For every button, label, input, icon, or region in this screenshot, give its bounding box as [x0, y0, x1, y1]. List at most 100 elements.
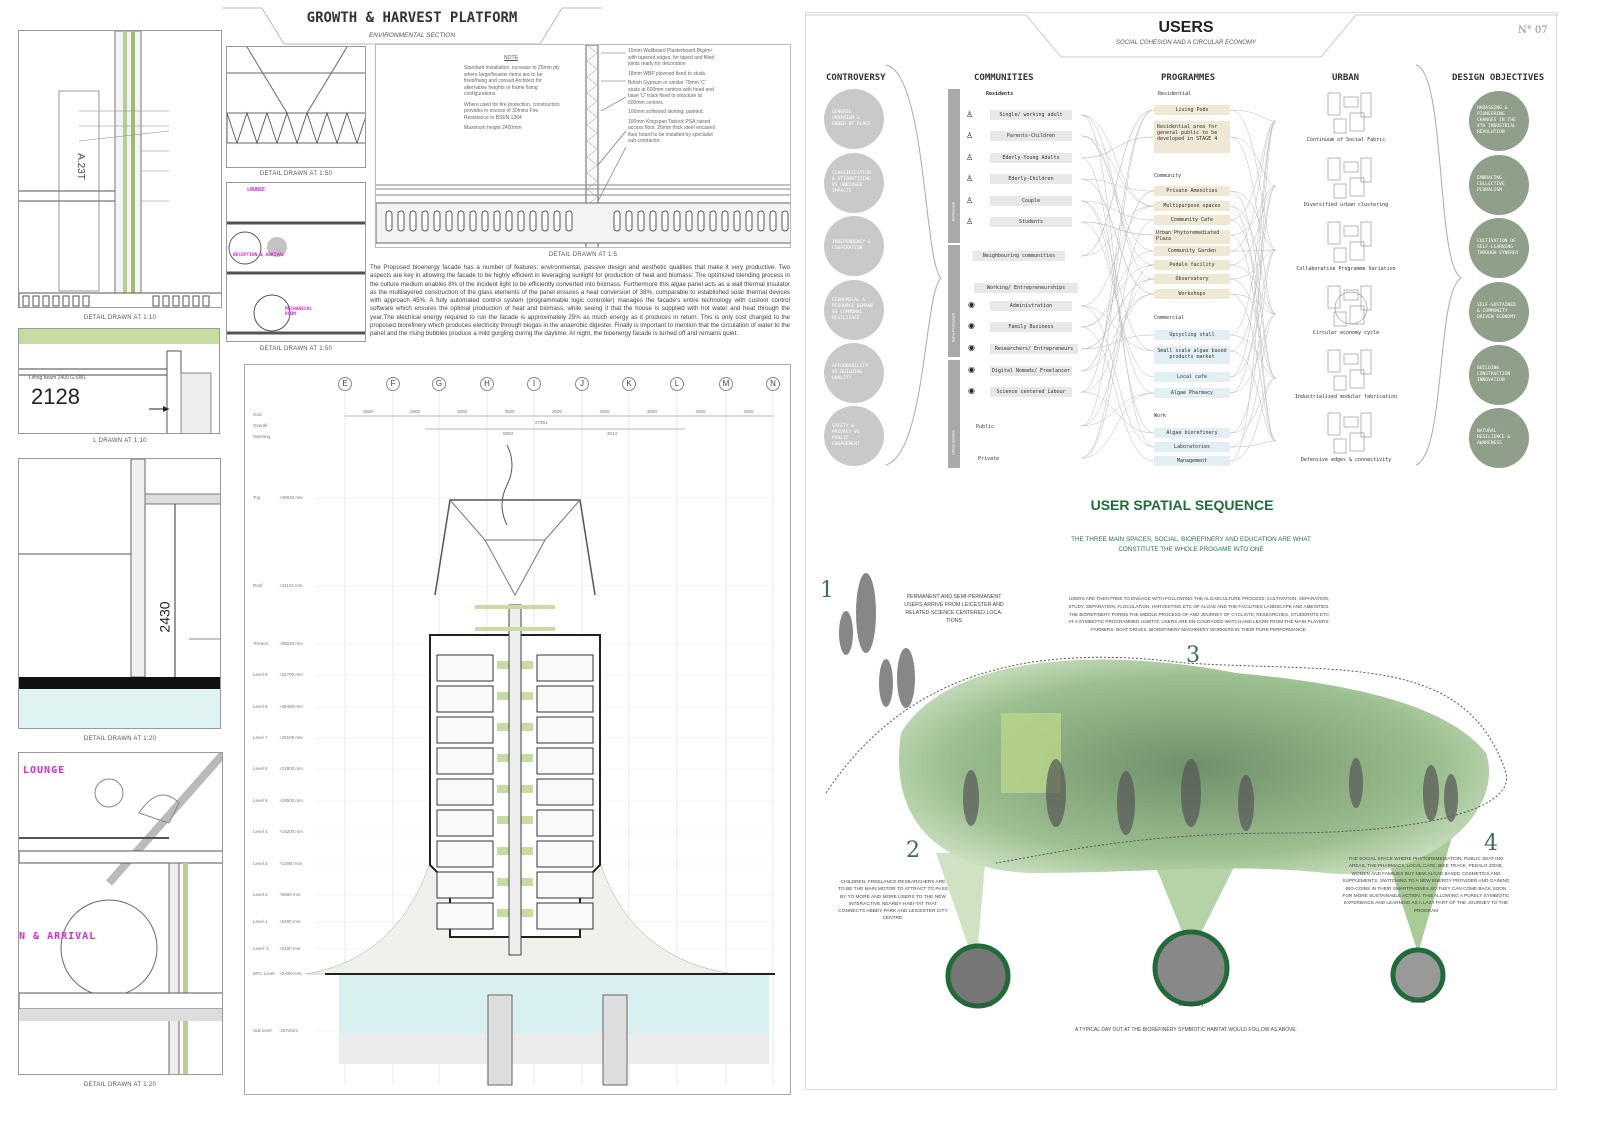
level-value: +25100 mm	[279, 735, 303, 740]
facade-description: The Proposed bioenergy facade has a numb…	[370, 264, 790, 338]
profession-icon: ◉	[968, 343, 975, 352]
note-heading: NOTE	[504, 55, 518, 61]
lounge-label-small: LOUNGE	[247, 187, 266, 193]
level-value: +2400 mm	[279, 946, 301, 951]
community-item: Single/ working adult	[990, 110, 1072, 120]
detail-lifting-beam: Lifting beam 2400 G.SWL 2128	[18, 328, 220, 434]
programme-item: Living Pods	[1154, 105, 1230, 115]
grid-dimension: 3000	[552, 409, 563, 414]
sequence-collage	[825, 573, 1508, 1009]
annotation: 100mm Kingspan Tarlock PSA raised access…	[628, 118, 715, 145]
reception-drawing	[227, 221, 365, 335]
band-semi-permanent: Semi-Permanent	[948, 245, 960, 357]
level-name: Level 2	[253, 892, 268, 897]
note-list: Standard installation, increase to 25mm …	[464, 65, 564, 132]
level-value: +28400 mm	[279, 704, 303, 709]
programme-item: Laboratories	[1154, 442, 1230, 452]
level-name: Level 8	[253, 704, 268, 709]
urban-sketch	[1327, 157, 1372, 199]
overall-dimension: 27951	[535, 420, 548, 425]
level-name: Sub level	[253, 1028, 272, 1033]
level-value: +11900 mm	[279, 861, 303, 866]
dimension-2430: 2430	[156, 601, 173, 633]
public-label: Public	[976, 424, 995, 430]
detail-caption: DETAIL DRAWN AT 1:10	[83, 315, 157, 321]
programme-group-label: Commercial	[1154, 315, 1185, 321]
space-label-social: Social	[1410, 999, 1426, 1005]
controversy-circle: ECONOMICAL & RESOURCE DEMAND VS COMMUNAL…	[824, 280, 884, 340]
space-label-educational: Educational	[963, 1002, 993, 1008]
band-permanent: Permanent	[948, 89, 960, 243]
board-subtitle: SOCIAL COHESION AND A CIRCULAR ECONOMY	[1116, 40, 1256, 46]
lounge-label: LOUNGE	[23, 765, 66, 776]
step-number: 4	[1484, 831, 1498, 856]
column-urban: URBAN	[1332, 73, 1360, 83]
partition-detail-1-5: NOTE Standard installation, increase to …	[375, 44, 791, 248]
title-banner-frame	[806, 14, 1558, 58]
column-controversy: CONTROVERSY	[826, 73, 886, 83]
urban-strategy-label: Continuum of Social Fabric	[1306, 137, 1386, 143]
annotation: 18mm WBP plywood fixed to studs.	[628, 70, 707, 77]
green-roof-band	[19, 329, 219, 344]
controversy-circle: AFFORDABILITY VS BUILDING QUALITY	[824, 343, 884, 403]
programme-item: Local cafe	[1154, 372, 1230, 382]
wall-detail-drawing	[19, 31, 221, 307]
step-number: 3	[1186, 643, 1200, 668]
connection-lines	[885, 64, 1462, 466]
person-icon: ♙	[966, 217, 974, 226]
space-label-biorefinery: Biorefinery	[1178, 1002, 1204, 1008]
person-icon: ♙	[966, 110, 974, 119]
detail-caption: DETAIL DRAWN AT 1:50	[259, 346, 333, 352]
column-programmes: PROGRAMMES	[1161, 73, 1216, 83]
board-subtitle: ENVIRONMENTAL SECTION	[368, 32, 456, 39]
grid-dimension: 3000	[647, 409, 658, 414]
level-name: Level 3	[253, 861, 268, 866]
right-board: USERS SOCIAL COHESION AND A CIRCULAR ECO…	[805, 12, 1558, 1090]
person-icon: ♙	[966, 174, 974, 183]
section-drawing	[304, 392, 775, 1086]
community-item: Science centered Labour	[990, 387, 1072, 397]
band-label: Permanent	[950, 201, 956, 222]
programme-group-label: Work	[1154, 413, 1167, 419]
annotation: 15mm Wallboard Plasterboard 8kg/m² with …	[628, 48, 715, 67]
detail-reception-1-50: LOUNGE RECEPTION & ARRIVAL MECHANICAL RO…	[226, 182, 366, 342]
spotlight-biorefinery	[1146, 843, 1246, 953]
step-number: 2	[906, 838, 920, 863]
objective-circle: CULTIVATION OF SELF-LEARNING THROUGH SYN…	[1469, 218, 1529, 278]
step-text: USERS ARE THEN FREE TO ENGAGE WITH FOLLO…	[1068, 596, 1330, 633]
detail-caption: DETAIL DRAWN AT 1:20	[83, 1082, 157, 1088]
urban-strategy-label: Collaborative Programme Variation	[1296, 266, 1396, 272]
detail-caption: DETAIL DRAWN AT 1:20	[83, 736, 157, 742]
community-item: Family Business	[990, 322, 1072, 332]
level-name: Level 6	[253, 766, 268, 771]
community-item: Couple	[990, 196, 1072, 206]
annotation-list: 15mm Wallboard Plasterboard 8kg/m² with …	[628, 48, 718, 145]
detail-lounge-arrival: LOUNGE N & ARRIVAL	[18, 752, 223, 1075]
urban-sketch	[1327, 349, 1372, 391]
step-text: THE SOCIAL SPACE WHERE PHYTOREMEDIATION,…	[1342, 856, 1510, 913]
level-value: +21800 mm	[279, 766, 303, 771]
person-icon: ♙	[966, 153, 974, 162]
community-item: Parents-Children	[990, 131, 1072, 141]
residents-label: Residents	[986, 91, 1014, 97]
spotlight-educational	[936, 853, 986, 968]
objective-circle: HARASSING & PIONEERING CHANGES IN THE 4T…	[1469, 91, 1529, 151]
sequence-title: USER SPATIAL SEQUENCE	[1090, 497, 1274, 513]
community-item: Ederly-Young Adults	[990, 153, 1072, 163]
sequence-intro: THE THREE MAIN SPACES, SOCIAL, BIOREFINE…	[1071, 536, 1311, 553]
urban-sketch	[1327, 221, 1372, 263]
grid-dimension: 3000	[410, 409, 421, 414]
grid-dimension: 3000	[457, 409, 468, 414]
floor-detail-drawing	[19, 459, 220, 728]
level-value: +8600 mm	[279, 892, 301, 897]
opening-dimension: 3014	[607, 431, 618, 436]
detail-caption: DETAIL DRAWN AT 1:5	[548, 252, 618, 258]
step-number: 1	[820, 578, 834, 603]
arrival-label: N & ARRIVAL	[19, 931, 97, 942]
profession-icon: ◉	[968, 386, 975, 395]
grid-bubble: M	[719, 377, 733, 391]
annotation: 100mm softwood skirting, painted.	[628, 109, 704, 115]
urban-sketch	[1327, 285, 1372, 327]
photo-educational	[945, 943, 1011, 1009]
level-value: +0.000 mm	[279, 971, 302, 976]
